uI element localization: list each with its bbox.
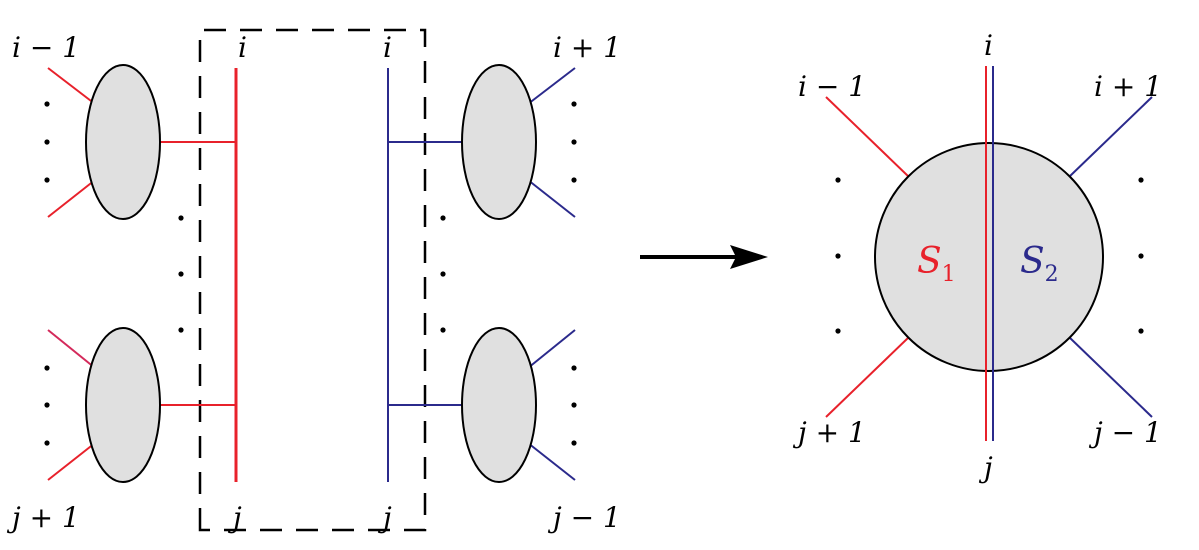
blob-top-right xyxy=(461,64,537,220)
label-blue-line-top: i xyxy=(383,31,392,64)
label-big-lower-right: j − 1 xyxy=(1088,416,1162,449)
dots-left-bottom xyxy=(44,365,50,446)
leg-bottom-left-lower xyxy=(47,442,96,481)
leg-top-right-lower xyxy=(527,179,576,218)
label-red-line-top: i xyxy=(238,31,247,64)
dots-big-left xyxy=(835,177,841,334)
big-leg-upper-left xyxy=(825,96,910,178)
label-big-lower-left: j + 1 xyxy=(792,416,866,449)
right-arrow-icon xyxy=(640,245,768,269)
label-top-right: i + 1 xyxy=(553,31,621,64)
blob-bottom-left xyxy=(85,327,161,483)
big-leg-upper-right xyxy=(1068,96,1153,178)
dots-big-right xyxy=(1138,177,1144,334)
label-big-top: i xyxy=(984,29,993,62)
dashed-box xyxy=(198,28,427,532)
label-bottom-right: j − 1 xyxy=(547,501,621,534)
label-big-bottom: j xyxy=(978,451,993,484)
region-label-s2: S2 xyxy=(1020,241,1059,287)
big-blob xyxy=(874,142,1104,372)
blob-top-left xyxy=(85,64,161,220)
big-leg-lower-left xyxy=(825,336,910,418)
region-label-s1: S1 xyxy=(917,241,956,287)
leg-top-right-upper xyxy=(527,67,576,105)
dots-middle-left xyxy=(178,215,184,333)
dots-right-bottom xyxy=(571,365,577,446)
label-big-upper-right: i + 1 xyxy=(1094,70,1162,103)
label-big-upper-left: i − 1 xyxy=(798,70,866,103)
dots-middle-right xyxy=(440,215,446,333)
dots-right-top xyxy=(571,101,577,183)
leg-top-left-lower xyxy=(47,179,96,218)
dots-left-top xyxy=(44,101,50,183)
leg-top-left-upper xyxy=(47,67,96,105)
big-leg-lower-right xyxy=(1068,336,1153,418)
leg-bottom-right-upper xyxy=(527,329,576,369)
leg-bottom-right-lower xyxy=(527,442,576,481)
label-top-left: i − 1 xyxy=(12,31,80,64)
label-bottom-left: j + 1 xyxy=(6,501,80,534)
blob-bottom-right xyxy=(461,327,537,483)
leg-bottom-left-upper xyxy=(47,329,96,369)
